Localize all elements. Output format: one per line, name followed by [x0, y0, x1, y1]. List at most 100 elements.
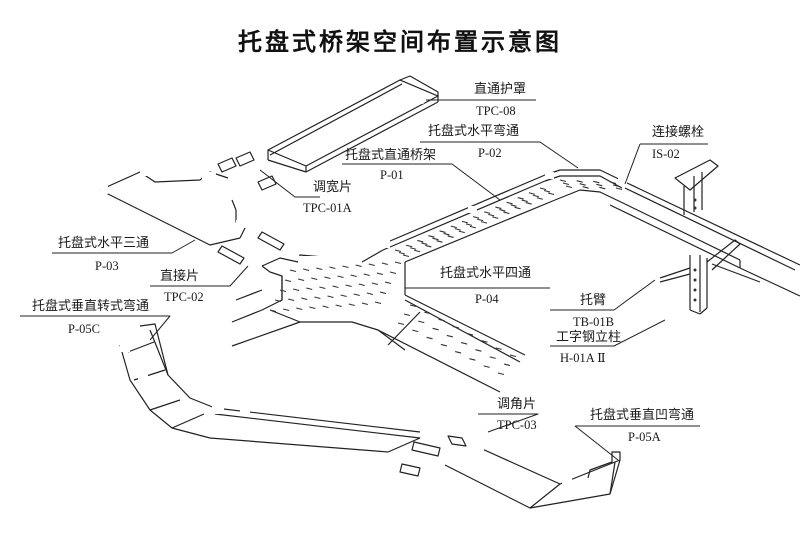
perforation-dash [353, 293, 360, 297]
straight-tray-drawing [380, 169, 800, 297]
perforation-dash [289, 269, 297, 273]
perforation-dash [510, 204, 517, 207]
perforation-dash [332, 285, 339, 289]
perforation-cross [269, 261, 517, 376]
perforation-dash [528, 192, 535, 195]
perforation-dash [495, 206, 502, 210]
label-straight-cover-name: 直通护罩 [474, 82, 527, 97]
perforation-dash [329, 266, 336, 270]
perforation-dash [454, 228, 461, 231]
perforation-dash [426, 336, 433, 340]
vertical-concave-bend-drawing [444, 446, 621, 509]
perforation-dash [394, 249, 402, 253]
label-bracket-arm-code: TB-01B [573, 315, 614, 329]
perforation-dash [366, 292, 374, 296]
perforation-dash [302, 268, 310, 272]
label-horizontal-tee-code: P-03 [95, 259, 119, 273]
label-i-beam-column-name: 工字钢立柱 [556, 330, 622, 345]
perforation-dash [322, 305, 329, 309]
label-straight-connector-name: 直接片 [160, 269, 200, 284]
perforation-dash [274, 299, 282, 303]
label-straight-connector-code: TPC-02 [164, 290, 204, 304]
perforation-dash [402, 254, 410, 258]
perforation-dash [282, 308, 290, 312]
label-vertical-concave-bend-code: P-05A [628, 430, 661, 444]
perforation-dash [503, 211, 510, 215]
label-straight-cover-code: TPC-08 [476, 104, 516, 118]
perforation-dash [472, 216, 480, 219]
leader-lines [20, 99, 708, 461]
perforation-dash [424, 311, 431, 315]
perforation-dash [296, 307, 303, 311]
perforation-dash [447, 235, 454, 238]
label-vertical-turn-bend-code: P-05C [68, 322, 100, 336]
perforation-dash [335, 304, 342, 308]
perforation-dash [417, 239, 424, 243]
perforation-dash [297, 278, 305, 282]
perforation-dash [612, 184, 620, 188]
connector-plates-drawing [217, 151, 467, 477]
label-vertical-concave-bend-name: 托盘式垂直凹弯通 [590, 408, 695, 423]
label-connecting-bolt-code: IS-02 [652, 147, 680, 161]
label-horizontal-cross-code: P-04 [475, 292, 499, 306]
perforation-dash [327, 295, 334, 299]
perforation-dash [576, 180, 583, 183]
perforation-dash [499, 209, 506, 212]
perforation-dash [425, 244, 432, 248]
straight-cover-drawing [267, 75, 439, 173]
label-width-adjust-name: 调宽片 [313, 180, 353, 195]
perforation-dash [599, 186, 606, 190]
perforation-dash [301, 297, 308, 301]
perforation-dash [521, 199, 528, 203]
label-connecting-bolt-name: 连接螺栓 [652, 125, 705, 140]
label-straight-tray-code: P-01 [380, 168, 404, 182]
perforation-dash [342, 265, 349, 269]
perforation-dash [455, 351, 462, 354]
perforation-dash [536, 197, 543, 200]
perforation-dash [324, 276, 331, 280]
perforation-dash [309, 306, 316, 310]
perforation-dash [609, 181, 617, 185]
perforation-dash [495, 347, 502, 350]
label-horizontal-tee-name: 托盘式水平三通 [58, 236, 150, 251]
diagram-title: 托盘式桥架空间布置示意图 [238, 27, 562, 56]
perforation-dash [543, 189, 551, 193]
perforation-dash [503, 363, 511, 367]
perforation-dash [389, 271, 397, 275]
perforation-dash [379, 291, 387, 295]
perforation-dash [348, 303, 355, 307]
perforation-dash [484, 211, 491, 214]
perforation-dash [488, 213, 495, 217]
perforation-dash [461, 342, 468, 345]
perforation-dash [287, 298, 295, 302]
perforation-dash [475, 349, 482, 352]
label-bracket-arm-name: 托臂 [580, 293, 607, 308]
perforation-dash [436, 240, 443, 243]
label-width-adjust-code: TPC-01A [303, 201, 352, 215]
perforation-dash [582, 186, 589, 189]
perforation-dash [539, 187, 547, 191]
perforation-dash [467, 333, 474, 336]
perforation-dash [376, 272, 384, 276]
label-vertical-turn-bend-name: 托盘式垂直转式弯通 [32, 299, 150, 314]
perforation-dash [438, 318, 445, 322]
label-angle-adjust-name: 调角片 [497, 397, 537, 412]
perforation-dash [403, 313, 411, 317]
perforation-dash [443, 232, 450, 236]
perforation-dash [579, 183, 586, 186]
perforation-dash [345, 284, 352, 288]
perforation-dash [432, 237, 439, 241]
perforation-dash [514, 206, 521, 210]
perforation-dash [440, 343, 447, 347]
perforation-dash [306, 287, 313, 291]
perforation-dash [497, 372, 505, 376]
perforation-dash [368, 263, 375, 267]
perforation-dash [532, 194, 539, 198]
perforation-dash [465, 223, 473, 226]
perforation-dash [525, 202, 532, 205]
perforation-dash [562, 182, 570, 186]
perforation-dash [316, 267, 323, 271]
perforation-dash [371, 282, 379, 286]
horizontal-tee-drawing [99, 168, 248, 246]
perforation-dash [398, 251, 406, 255]
